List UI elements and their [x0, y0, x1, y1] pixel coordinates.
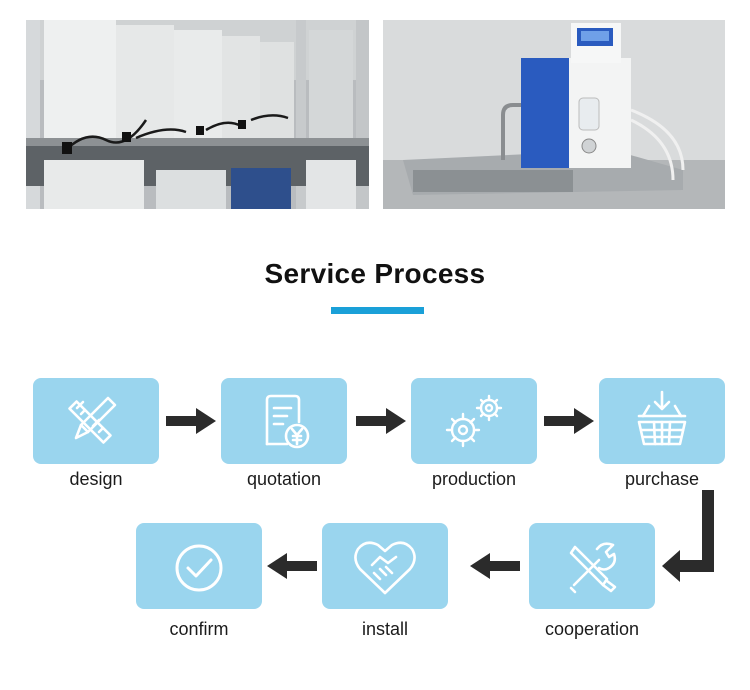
- step-card-install: [322, 523, 448, 609]
- step-card-purchase: [599, 378, 725, 464]
- step-label-purchase: purchase: [624, 469, 700, 489]
- step-card-production: [411, 378, 537, 464]
- arrow-corner-icon: [662, 490, 714, 582]
- step-card-confirm: [136, 523, 262, 609]
- step-label-install: install: [361, 619, 409, 639]
- gears-icon: [445, 394, 503, 448]
- arrow-right-icon: [166, 408, 216, 434]
- pencil-ruler-icon: [68, 396, 117, 444]
- step-label-design: design: [69, 469, 123, 489]
- title-underline: [331, 307, 424, 314]
- handshake-heart-icon: [354, 541, 416, 595]
- step-label-production: production: [431, 469, 517, 489]
- invoice-yen-icon: [265, 394, 310, 449]
- arrow-left-icon: [470, 553, 520, 579]
- step-label-quotation: quotation: [246, 469, 322, 489]
- basket-icon: [637, 390, 687, 446]
- warehouse-photo: [26, 20, 369, 209]
- section-title: Service Process: [264, 258, 486, 289]
- step-card-cooperation: [529, 523, 655, 609]
- arrow-right-icon: [356, 408, 406, 434]
- step-card-design: [33, 378, 159, 464]
- wrench-screwdriver-icon: [569, 542, 617, 594]
- step-label-confirm: confirm: [169, 619, 229, 639]
- arrow-right-icon: [544, 408, 594, 434]
- step-card-quotation: [221, 378, 347, 464]
- lab-sink-photo: [383, 20, 725, 209]
- check-circle-icon: [175, 544, 223, 592]
- arrow-left-icon: [267, 553, 317, 579]
- step-label-cooperation: cooperation: [544, 619, 640, 639]
